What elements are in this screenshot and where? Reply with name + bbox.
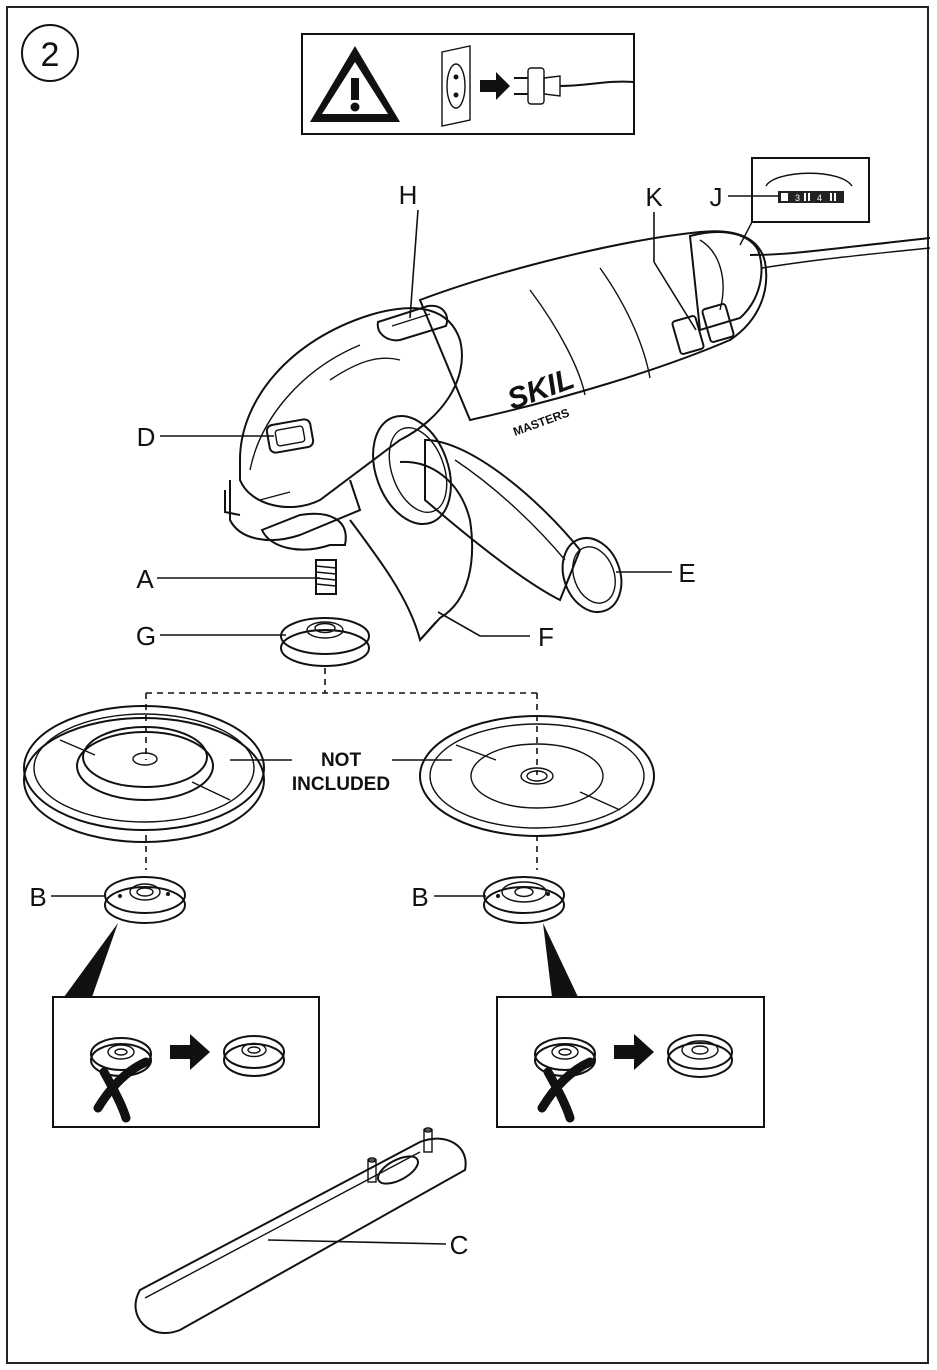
grinding-disc bbox=[23, 705, 265, 843]
clamp-nut-right bbox=[483, 876, 565, 924]
label-j: J bbox=[710, 182, 723, 212]
label-c: C bbox=[450, 1230, 469, 1260]
clamp-nut-left bbox=[104, 876, 186, 924]
unplug-warning-box bbox=[301, 33, 635, 135]
cross-mark-icon bbox=[93, 1057, 151, 1123]
speed-value-3: 3 bbox=[795, 193, 800, 203]
label-d: D bbox=[137, 422, 156, 452]
warning-triangle-icon bbox=[310, 46, 400, 122]
label-b-right: B bbox=[411, 882, 428, 912]
label-b-left: B bbox=[29, 882, 46, 912]
not-included-line2: INCLUDED bbox=[292, 774, 390, 795]
step-number-badge: 2 bbox=[21, 24, 79, 82]
speed-dial-inset: 3 4 bbox=[739, 157, 870, 246]
label-g: G bbox=[136, 621, 156, 651]
label-h: H bbox=[399, 180, 418, 210]
leader-lines bbox=[51, 195, 778, 1245]
flange-g bbox=[280, 617, 370, 667]
cutting-disc bbox=[419, 715, 655, 837]
arrow-right-icon bbox=[614, 1034, 654, 1070]
unplug-icon bbox=[441, 45, 635, 127]
spindle bbox=[315, 559, 337, 595]
not-included-note: NOT INCLUDED bbox=[230, 750, 452, 795]
cross-mark-icon bbox=[537, 1057, 595, 1123]
nut-orientation-inset-left bbox=[52, 996, 320, 1128]
label-f: F bbox=[538, 622, 554, 652]
not-included-line1: NOT bbox=[321, 750, 362, 771]
step-number: 2 bbox=[41, 36, 60, 74]
arrow-right-icon bbox=[480, 72, 510, 100]
arrow-right-icon bbox=[170, 1034, 210, 1070]
label-e: E bbox=[678, 558, 695, 588]
figure-frame bbox=[6, 6, 929, 1364]
two-pin-spanner bbox=[134, 1127, 467, 1334]
speed-value-4: 4 bbox=[817, 193, 822, 203]
nut-orientation-inset-right bbox=[496, 996, 765, 1128]
component-labels: H K J D E A G F B B C bbox=[29, 180, 722, 1260]
power-cord bbox=[749, 237, 931, 256]
label-a: A bbox=[136, 564, 154, 594]
label-k: K bbox=[645, 182, 663, 212]
